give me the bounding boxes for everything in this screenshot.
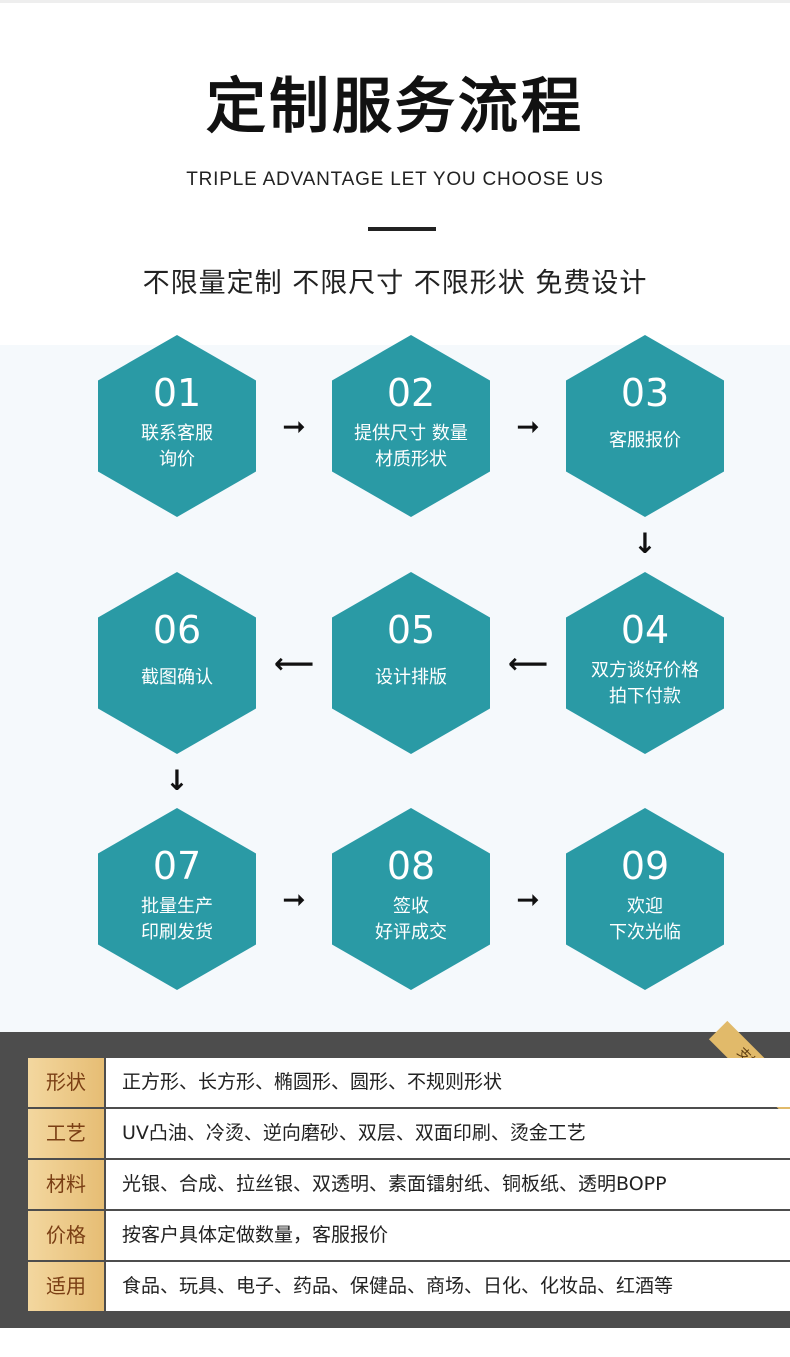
arrow-left-icon: ⟵ xyxy=(274,647,315,680)
step-number: 04 xyxy=(620,608,670,652)
info-row-key: 适用 xyxy=(28,1262,104,1311)
step-number: 09 xyxy=(620,844,670,888)
step-number: 02 xyxy=(386,371,436,415)
top-divider-line xyxy=(0,0,790,3)
arrow-right-icon: ➞ xyxy=(516,410,540,443)
arrow-right-icon: ➞ xyxy=(282,883,306,916)
step-number: 08 xyxy=(386,844,436,888)
page-title: 定制服务流程 xyxy=(206,72,584,142)
step-number: 03 xyxy=(620,371,670,415)
info-row-key: 形状 xyxy=(28,1058,104,1107)
step-label: 截图确认 xyxy=(141,667,213,688)
step-label: 提供尺寸 数量材质形状 xyxy=(354,423,468,470)
info-row-usage: 适用 食品、玩具、电子、药品、保健品、商场、日化、化妆品、红酒等 xyxy=(28,1262,790,1311)
step-number: 01 xyxy=(152,371,202,415)
page-subtitle: TRIPLE ADVANTAGE LET YOU CHOOSE US xyxy=(186,169,604,190)
step-label: 设计排版 xyxy=(375,667,447,688)
arrow-right-icon: ➞ xyxy=(282,410,306,443)
product-info-panel: 支持定制 形状 正方形、长方形、椭圆形、圆形、不规则形状 工艺 UV凸油、冷烫、… xyxy=(0,1020,790,1328)
arrow-down-icon: ↓ xyxy=(165,764,189,797)
info-row-value: 食品、玩具、电子、药品、保健品、商场、日化、化妆品、红酒等 xyxy=(106,1262,790,1311)
step-number: 06 xyxy=(152,608,202,652)
arrow-down-icon: ↓ xyxy=(633,527,657,560)
info-row-shape: 形状 正方形、长方形、椭圆形、圆形、不规则形状 xyxy=(28,1058,790,1107)
tagline: 不限量定制 不限尺寸 不限形状 免费设计 xyxy=(142,268,648,299)
bottom-spacer xyxy=(0,1328,790,1357)
info-row-key: 工艺 xyxy=(28,1109,104,1158)
info-row-value: UV凸油、冷烫、逆向磨砂、双层、双面印刷、烫金工艺 xyxy=(106,1109,790,1158)
arrow-right-icon: ➞ xyxy=(516,883,540,916)
step-label: 双方谈好价格拍下付款 xyxy=(591,660,699,707)
step-label: 批量生产印刷发货 xyxy=(141,896,213,943)
title-divider xyxy=(368,227,436,231)
step-label: 联系客服询价 xyxy=(141,423,213,470)
info-row-value: 光银、合成、拉丝银、双透明、素面镭射纸、铜板纸、透明BOPP xyxy=(106,1160,790,1209)
step-label: 客服报价 xyxy=(609,430,681,451)
step-01: 01 联系客服询价 xyxy=(98,335,256,517)
info-row-process: 工艺 UV凸油、冷烫、逆向磨砂、双层、双面印刷、烫金工艺 xyxy=(28,1109,790,1158)
arrow-left-icon: ⟵ xyxy=(508,647,549,680)
step-number: 05 xyxy=(386,608,436,652)
info-row-price: 价格 按客户具体定做数量，客服报价 xyxy=(28,1211,790,1260)
step-02: 02 提供尺寸 数量材质形状 xyxy=(332,335,490,517)
step-number: 07 xyxy=(152,844,202,888)
step-label: 签收好评成交 xyxy=(375,896,447,943)
info-row-material: 材料 光银、合成、拉丝银、双透明、素面镭射纸、铜板纸、透明BOPP xyxy=(28,1160,790,1209)
info-row-value: 按客户具体定做数量，客服报价 xyxy=(106,1211,790,1260)
info-row-key: 材料 xyxy=(28,1160,104,1209)
info-row-value: 正方形、长方形、椭圆形、圆形、不规则形状 xyxy=(106,1058,790,1107)
step-label: 欢迎下次光临 xyxy=(609,896,681,943)
info-row-key: 价格 xyxy=(28,1211,104,1260)
